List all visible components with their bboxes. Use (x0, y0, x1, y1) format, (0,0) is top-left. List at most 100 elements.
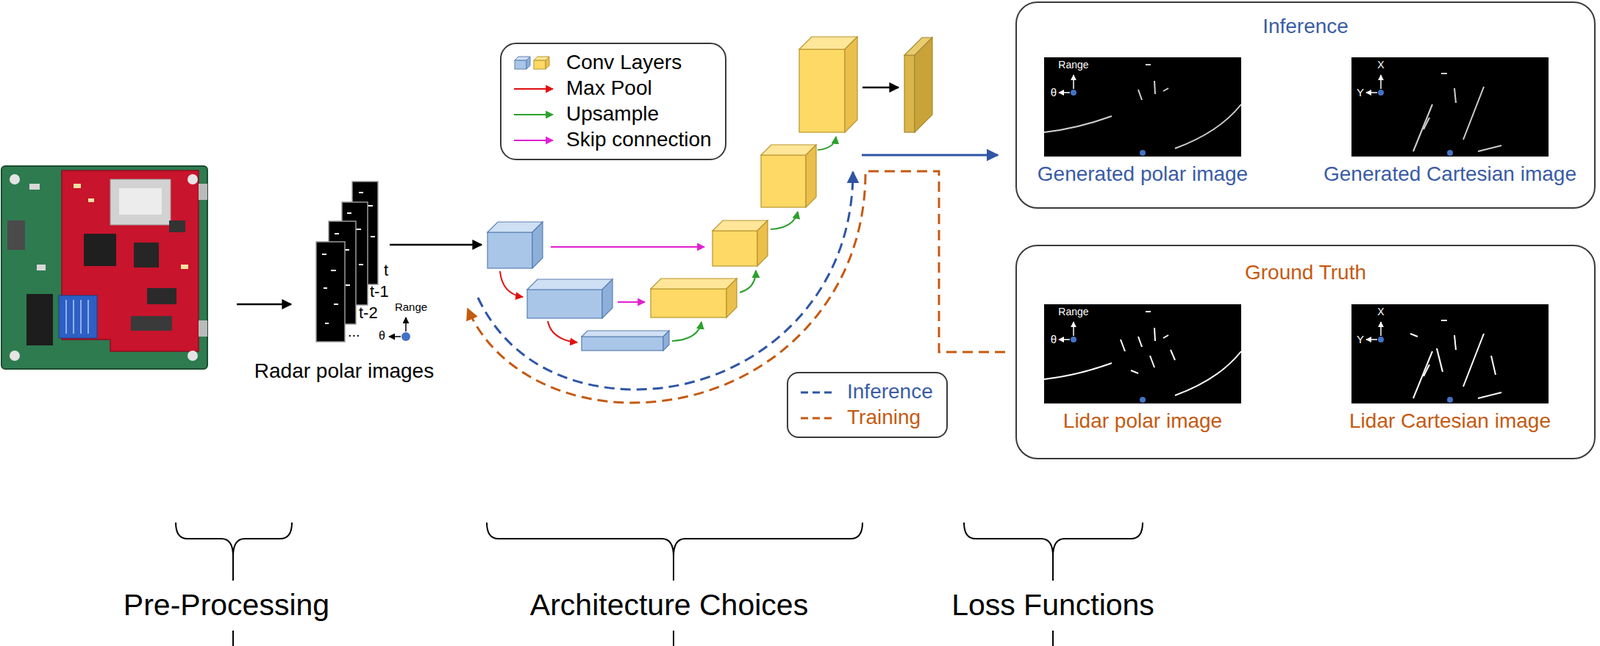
conv-cube (533, 60, 546, 70)
image-caption: Lidar polar image (1063, 409, 1223, 434)
point-trace (1463, 86, 1484, 140)
lidar-polar-image: RangeθLidar polar image (1044, 304, 1242, 404)
decoder-conv-block (726, 278, 737, 318)
point-trace (1423, 117, 1430, 130)
point-trace (1163, 88, 1169, 92)
legend-label: Max Pool (566, 76, 653, 100)
axis-arrow (1072, 322, 1075, 337)
radar-board (73, 183, 81, 189)
legend-row: Max Pool (511, 75, 712, 102)
radar-board (169, 220, 186, 233)
axis-label: Y (1356, 86, 1364, 99)
radar-board (180, 264, 189, 270)
axis-arrow (1058, 338, 1070, 341)
skip-connection-arrow (550, 247, 705, 303)
legend-swatch (511, 52, 558, 74)
legend-label: Training (847, 405, 921, 430)
sensor-image (1044, 304, 1242, 404)
radar-board (119, 188, 162, 215)
legend-sample (513, 87, 553, 89)
inference-path (861, 154, 998, 157)
radar-board (9, 174, 20, 185)
point-trace (1145, 63, 1151, 66)
point-trace (1454, 335, 1456, 350)
radar-board (36, 264, 46, 271)
point-trace (1170, 350, 1175, 361)
generated-cartesian-image: XYGenerated Cartesian image (1351, 57, 1549, 157)
radar-board (26, 294, 53, 346)
ground-truth-panel: RangeθLidar polar image XYLidar Cartesian… (1015, 244, 1596, 460)
radar-board (110, 179, 171, 225)
point-trace (1138, 89, 1142, 100)
point-trace (1145, 311, 1151, 313)
point-trace (1163, 335, 1169, 339)
radar-board (58, 295, 98, 339)
point-trace (1044, 116, 1112, 133)
frame-time-label: t-2 (358, 303, 378, 323)
legend-sample (800, 416, 834, 420)
legend-box: Conv LayersMax PoolUpsampleSkip connecti… (500, 42, 727, 161)
encoder-conv-block (487, 222, 670, 351)
image-caption: Generated polar image (1037, 162, 1248, 187)
legend-row: Training (798, 405, 934, 431)
inference-path (477, 155, 998, 390)
training-path (467, 171, 1006, 403)
origin-dot (1377, 336, 1384, 343)
training-path (467, 171, 1006, 403)
point-trace (1436, 348, 1443, 373)
path-legend-box: InferenceTraining (786, 372, 948, 439)
max-pool-arrow (500, 271, 523, 298)
encoder-conv-block (581, 336, 664, 351)
radar-board (29, 183, 40, 190)
radar-board (83, 233, 117, 267)
section-label: Architecture Choices (530, 588, 809, 623)
output-layer (904, 55, 915, 133)
radar-board (187, 174, 198, 185)
upsample-arrow (672, 136, 837, 342)
point-trace (1491, 355, 1496, 375)
section-bracket (486, 522, 863, 557)
radar-frame-stack (322, 254, 339, 324)
point-trace (1154, 80, 1156, 95)
legend-sample (513, 113, 553, 115)
radar-board (7, 220, 25, 250)
encoder-conv-block (487, 232, 533, 269)
legend-row: Conv Layers (511, 50, 712, 76)
legend-row: Skip connection (511, 127, 712, 153)
radar-frame-stack (316, 241, 345, 342)
skip-connection-arrow (550, 246, 705, 248)
point-trace (1477, 392, 1502, 399)
output-layer (914, 37, 933, 133)
point-trace (1120, 339, 1125, 352)
radar-board (1, 166, 208, 370)
radar-board (66, 300, 89, 334)
polar-axis (388, 317, 411, 342)
flow-arrow (236, 303, 292, 306)
encoder-conv-block (663, 330, 670, 351)
point-trace (1477, 145, 1502, 152)
axis-label: X (1377, 305, 1384, 318)
axis-label: X (1377, 58, 1384, 71)
conv-cube (526, 56, 531, 70)
max-pool-arrow (547, 321, 578, 343)
axis-label: Range (1058, 305, 1089, 318)
decoder-conv-block (712, 230, 758, 267)
sensor-dot (1139, 150, 1146, 156)
legend-label: Inference (847, 380, 934, 404)
legend-swatch (798, 408, 839, 429)
generated-polar-image: RangeθGenerated polar image (1044, 57, 1242, 157)
lidar-cartesian-image: XYLidar Cartesian image (1351, 304, 1549, 404)
radar-board (1, 166, 208, 370)
axis-arrow (1072, 75, 1075, 89)
decoder-conv-block (650, 288, 727, 318)
origin-dot (1377, 89, 1384, 96)
panel-heading: Ground Truth (1244, 261, 1367, 285)
axis-label: θ (1050, 86, 1057, 99)
output-layer (904, 37, 933, 133)
max-pool-arrow (500, 271, 578, 343)
origin-dot (1070, 336, 1077, 343)
legend-row: Inference (798, 379, 934, 406)
radar-board (198, 320, 208, 337)
point-trace (1441, 72, 1448, 75)
